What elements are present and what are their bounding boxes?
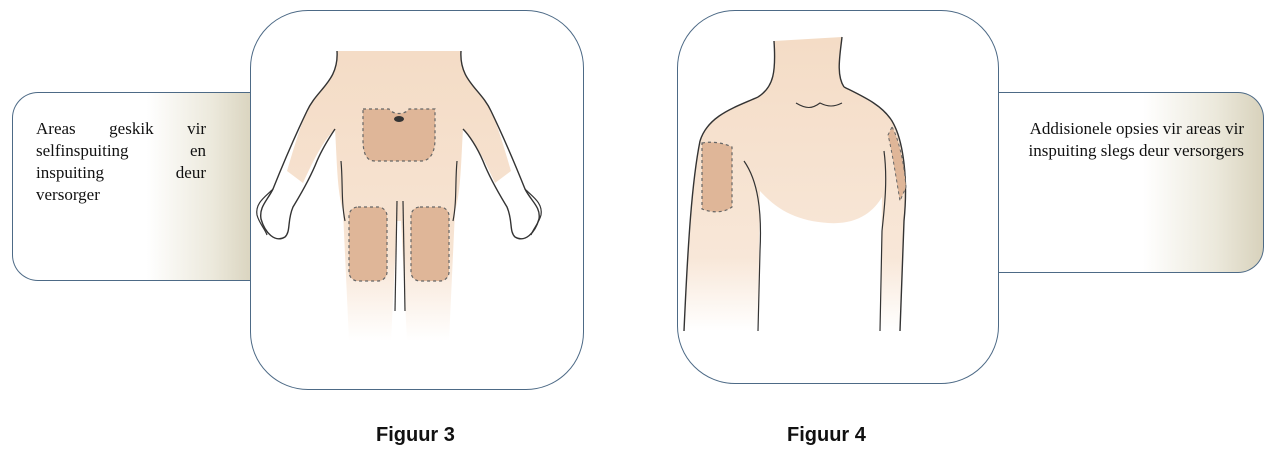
left-thigh-injection-zone <box>349 207 387 281</box>
right-callout-text: Addisionele opsies vir areas vir inspuit… <box>1012 118 1244 162</box>
back-body-illustration <box>678 11 999 384</box>
figure3-caption: Figuur 3 <box>376 424 455 447</box>
figure4-caption: Figuur 4 <box>787 424 866 447</box>
figure3-panel <box>250 10 584 390</box>
navel <box>394 116 404 122</box>
right-thigh-injection-zone <box>411 207 449 281</box>
left-upper-arm-injection-zone <box>702 142 732 212</box>
front-torso <box>287 51 511 341</box>
left-callout-text: Areas geskik vir selfinspuiting en inspu… <box>36 118 206 206</box>
front-body-illustration <box>251 11 584 390</box>
figure4-panel <box>677 10 999 384</box>
